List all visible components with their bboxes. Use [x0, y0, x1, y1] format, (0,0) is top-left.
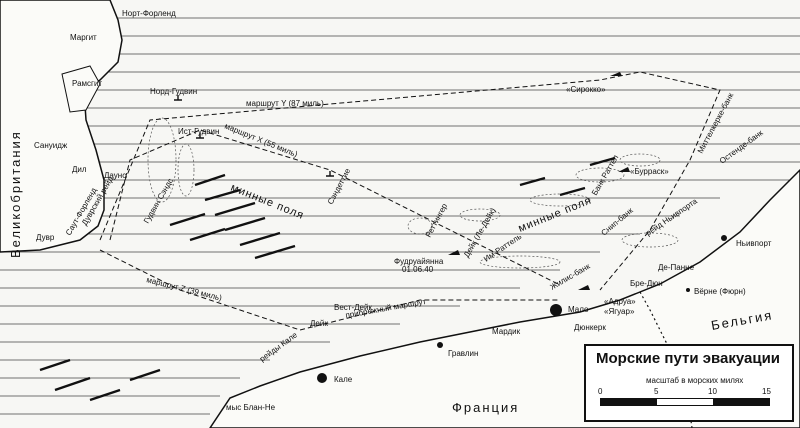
ist-gudvin-lightship-icon: [196, 133, 204, 139]
label-sirokko: «Сирокко»: [566, 85, 606, 94]
scale-seg-1: [601, 399, 657, 405]
nyuvport-town-icon: [721, 235, 727, 241]
label-yaguar: «Ягуар»: [604, 307, 635, 316]
label-nort-forlend: Норт-Форленд: [122, 9, 176, 18]
verne-town-icon: [686, 288, 690, 292]
wreck-adruua-icon: [578, 285, 590, 290]
legend-box: Морские пути эвакуации масштаб в морских…: [584, 344, 794, 422]
label-rettinger: Реттингер: [424, 202, 450, 239]
legend-title: Морские пути эвакуации: [596, 350, 781, 367]
wreck-sirokko-icon: [610, 72, 622, 76]
town-markers: [317, 235, 727, 383]
label-ostende: Остенде-банк: [718, 128, 765, 166]
scale-tick-10: 10: [708, 387, 717, 396]
label-snip-bank: Снип-банк: [600, 206, 636, 238]
country-fr: Франция: [452, 400, 519, 415]
label-nyuvport: Ньивпорт: [736, 239, 772, 248]
scale-tick-0: 0: [598, 387, 603, 396]
label-route-z: маршрут Z (39 миль): [146, 275, 224, 303]
lightship-markers: [174, 95, 334, 177]
label-nord-gudvin: Норд-Гудвин: [150, 87, 197, 96]
label-gudvin-sends: Гудвин Сэндс: [142, 177, 175, 225]
route-z-line: [99, 249, 560, 331]
wreck-markers: [448, 72, 630, 290]
label-vest-deyk: Вест-Дейк: [334, 303, 372, 312]
label-mardik: Мардик: [492, 327, 521, 336]
sendettie-lightship-icon: [326, 171, 334, 177]
label-dauns: Даунс: [104, 171, 126, 180]
label-kale: Кале: [334, 375, 353, 384]
label-sanudzh: Сануидж: [34, 141, 68, 150]
label-dyunkerk: Дюнкерк: [574, 323, 606, 332]
label-deyk: Дейк: [310, 319, 328, 328]
label-adruua: «Адруа»: [604, 297, 636, 306]
label-im-rattel: Им-Раттель: [482, 232, 523, 264]
label-reydy-kale: рейды Кале: [258, 330, 300, 364]
label-mys-blan-ne: мыс Блан-Не: [226, 403, 276, 412]
gravlin-town-icon: [437, 342, 443, 348]
sandbanks: [147, 117, 679, 269]
label-date: 01.06.40: [402, 265, 434, 274]
label-de-panne: Де-Панне: [658, 263, 695, 272]
label-margit: Маргит: [70, 33, 97, 42]
legend-subtitle: масштаб в морских милях: [646, 376, 744, 385]
england-land: [0, 0, 123, 253]
label-duvr: Дувр: [36, 233, 55, 242]
label-verne: Вёрне (Фюрн): [694, 287, 746, 296]
label-ist-gudvin: Ист-Гудвин: [178, 127, 219, 136]
label-brey-dyun: Бре-Дюн: [630, 279, 663, 288]
dyunkerk-town-icon: [550, 304, 562, 316]
label-fudruayanna: Фудруайянна: [394, 257, 444, 266]
scale-bar: [600, 398, 770, 406]
label-minnye-polya-2: минные поля: [517, 194, 594, 234]
nord-gudvin-lightship-icon: [174, 95, 182, 101]
minefields: [39, 156, 616, 402]
label-dil: Дил: [72, 165, 87, 174]
wreck-fudruayanna-icon: [448, 250, 460, 255]
label-ramsgit: Рамсгит: [72, 79, 102, 88]
pegwell-bay: [61, 65, 101, 113]
scale-seg-3: [713, 399, 769, 405]
label-burrask: «Бурраск»: [630, 167, 669, 176]
country-gb: Великобритания: [8, 130, 23, 258]
label-malo: Мало: [568, 305, 589, 314]
wreck-burrask-icon: [618, 167, 630, 172]
scale-tick-15: 15: [762, 387, 771, 396]
label-reyd-nyuvport: рейд Ньивпорта: [644, 196, 699, 237]
kale-town-icon: [317, 373, 327, 383]
scale-tick-5: 5: [654, 387, 659, 396]
label-coastal-route: прибрежный маршрут: [345, 297, 427, 320]
label-route-y: маршрут Y (87 миль): [246, 99, 324, 108]
label-gravlin: Гравлин: [448, 349, 478, 358]
route-x-line: [109, 129, 561, 286]
